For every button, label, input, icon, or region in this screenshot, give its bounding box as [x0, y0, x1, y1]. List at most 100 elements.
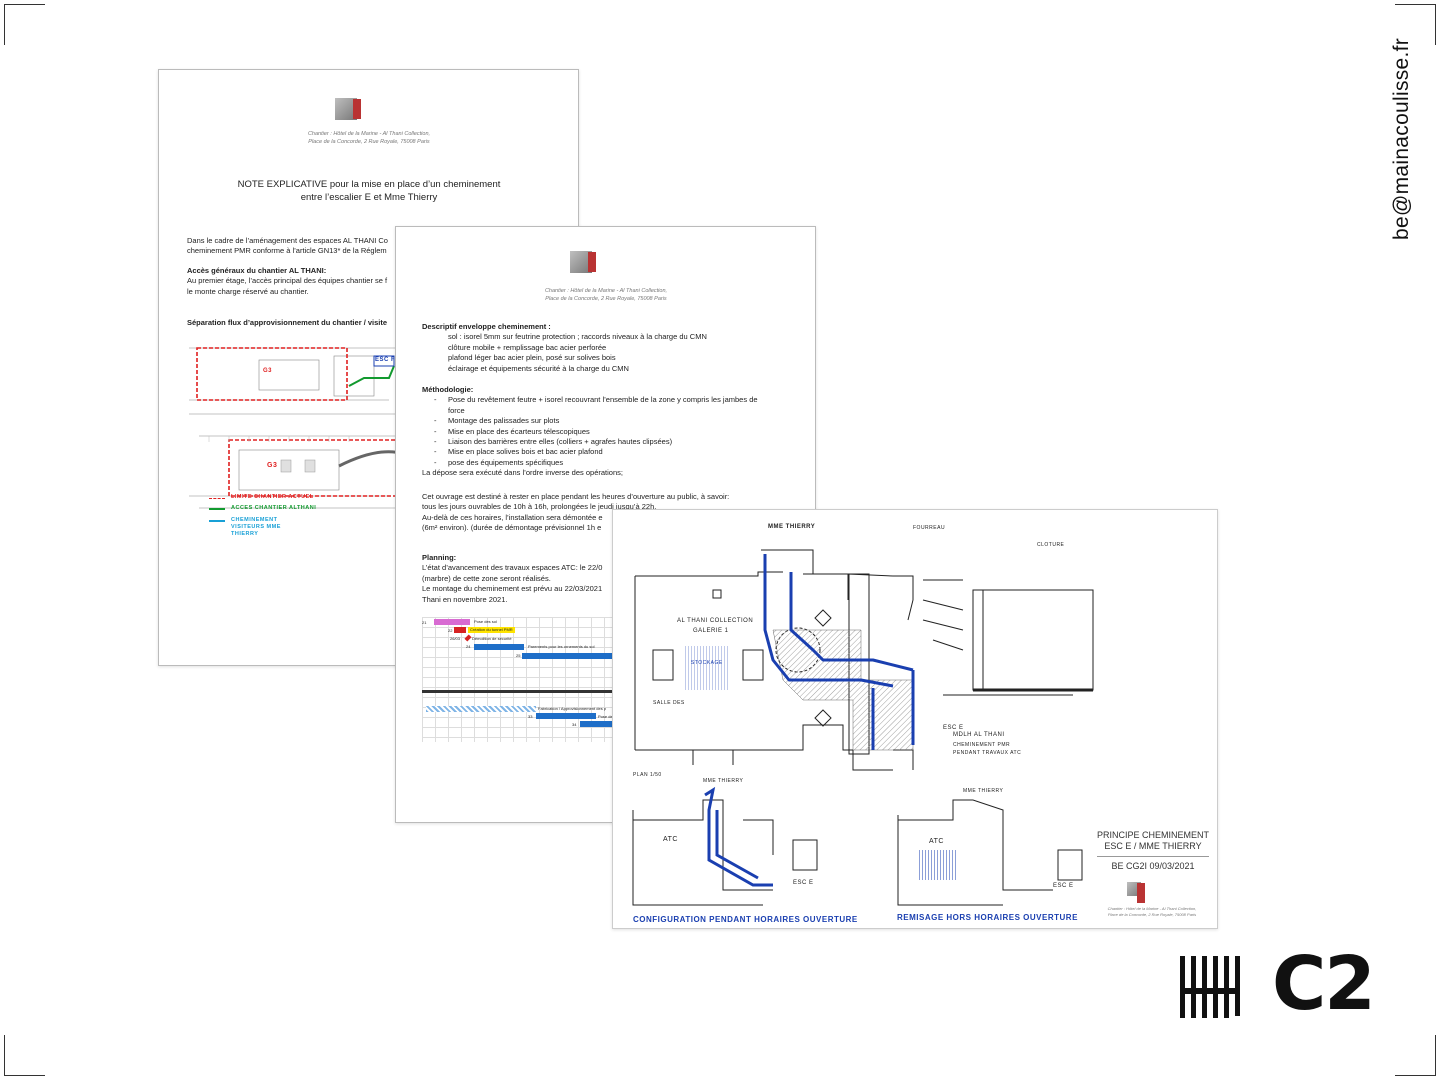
sketch-reference: BE CG2I 09/03/2021	[1111, 861, 1195, 871]
sketch-label-esc-e-2: ESC E	[793, 880, 814, 886]
legend-label-access: ACCES CHANTIER ALTHANI	[231, 505, 317, 511]
header-line-1: Chantier : Hôtel de la Marine - Al Thani…	[307, 131, 431, 137]
gantt-bar	[580, 721, 640, 727]
gantt-row-number: 25	[516, 653, 521, 658]
methodology-section: Méthodologie: Pose du revêtement feutre …	[422, 385, 758, 479]
gantt-row-number: 34	[572, 722, 577, 727]
gantt-separator	[422, 690, 642, 693]
methodology-item-continued: force	[448, 405, 465, 415]
title-line-1: NOTE EXPLICATIVE pour la mise en place d…	[237, 179, 501, 190]
header-line-2: Place de la Concorde, 2 Rue Royale, 7500…	[308, 139, 430, 145]
description-item: sol : isorel 5mm sur feutrine protection…	[448, 332, 707, 342]
hours-line: Au-delà de ces horaires, l’installation …	[422, 512, 603, 522]
access-heading: Accès généraux du chantier AL THANI:	[187, 266, 327, 275]
hours-section: Cet ouvrage est destiné à rester en plac…	[422, 492, 729, 534]
description-item: éclairage et équipements sécurité à la c…	[448, 363, 629, 373]
description-item: clôture mobile + remplissage bac acier p…	[448, 342, 607, 352]
sketch-label-mme-thierry: MME THIERRY	[768, 524, 816, 530]
caption-opening-hours: CONFIGURATION PENDANT HORAIRES OUVERTURE	[633, 915, 858, 924]
plan-label-g3-top: G3	[263, 368, 273, 374]
storage-area-remisage	[918, 850, 958, 880]
sketch-label-atc-2: ATC	[929, 838, 944, 845]
sketch-title-block: PRINCIPE CHEMINEMENT ESC E / MME THIERRY…	[1093, 830, 1213, 872]
depose-text: La dépose sera exécuté dans l’ordre inve…	[422, 468, 623, 478]
sketch-label-cheminement: CHEMINEMENT PMR	[953, 742, 1011, 748]
gantt-bar	[434, 619, 470, 625]
corner-mark-top-left	[4, 4, 45, 45]
gantt-task-label: Parements pour les ornements du sol	[528, 644, 595, 649]
sketch-label-salle: SALLE DES	[653, 700, 685, 706]
methodology-item: Liaison des barrières entre elles (colli…	[448, 437, 758, 447]
barcode-icon	[1180, 956, 1240, 1018]
brand-text: C2	[1272, 941, 1376, 1027]
description-item: plafond léger bac acier plein, posé sur …	[448, 353, 616, 363]
planning-line: (marbre) de cette zone seront réalisés.	[422, 573, 551, 583]
sketch-label-cloture: CLOTURE	[1037, 542, 1065, 548]
hours-line: Cet ouvrage est destiné à rester en plac…	[422, 492, 730, 501]
gantt-task-label: Création du tunnel PMR	[468, 627, 515, 633]
header-line-1: Chantier : Hôtel de la Marine - Al Thani…	[544, 288, 668, 294]
page-header: Chantier : Hôtel de la Marine - Al Thani…	[219, 130, 519, 146]
description-section: Descriptif enveloppe cheminement : sol :…	[422, 322, 707, 374]
corner-mark-bottom-left	[4, 1035, 45, 1076]
sketch-label-collection: AL THANI COLLECTION	[677, 618, 754, 624]
gantt-row-number: 22	[448, 628, 453, 633]
legend-swatch-green	[209, 508, 225, 510]
access-line-2: le monte charge réservé au chantier.	[187, 286, 309, 296]
sketch-label-fourreau: FOURREAU	[913, 525, 946, 531]
page-header: Chantier : Hôtel de la Marine - Al Thani…	[456, 287, 756, 303]
planning-line: Thani en novembre 2021.	[422, 594, 508, 604]
title-line-2: entre l’escalier E et Mme Thierry	[300, 192, 438, 203]
intro-line-2: cheminement PMR conforme à l’article GN1…	[187, 246, 387, 256]
document-page-3-sketch: MME THIERRY AL THANI COLLECTION GALERIE …	[612, 509, 1218, 929]
plan-label-esc-f: ESC F	[375, 357, 396, 363]
methodology-item: Montage des palissades sur plots	[448, 416, 758, 426]
methodology-item: Mise en place solives bois et bac acier …	[448, 447, 758, 457]
intro-text: Dans le cadre de l’aménagement des espac…	[187, 236, 388, 257]
sketch-title-line-1: PRINCIPE CHEMINEMENT	[1096, 830, 1209, 840]
sketch-label-mme-thierry-3: MME THIERRY	[963, 788, 1004, 794]
gantt-row-number: 33	[528, 714, 533, 719]
company-logo	[570, 251, 596, 273]
footer-line-2: Place de la Concorde, 2 Rue Royale, 7500…	[1107, 912, 1197, 917]
c2-logo: C2	[1180, 944, 1376, 1029]
gantt-chart: 21 Pose des sol 22 Création du tunnel PM…	[422, 617, 642, 742]
separation-heading: Séparation flux d’approvisionnement du c…	[187, 318, 388, 327]
planning-line: L’état d’avancement des travaux espaces …	[422, 563, 603, 573]
access-section: Accès généraux du chantier AL THANI: Au …	[187, 266, 387, 297]
corner-mark-bottom-right	[1395, 1035, 1436, 1076]
intro-line-1: Dans le cadre de l’aménagement des espac…	[187, 236, 388, 245]
page-title: NOTE EXPLICATIVE pour la mise en place d…	[189, 178, 549, 204]
sketch-label-mme-thierry-2: MME THIERRY	[703, 778, 744, 784]
gantt-task-label: Démolition de sécurité	[472, 636, 512, 641]
description-heading: Descriptif enveloppe cheminement :	[422, 322, 551, 331]
corner-mark-top-right	[1395, 4, 1436, 45]
methodology-item: pose des équipements spécifiques	[448, 458, 758, 468]
gantt-bar	[522, 653, 642, 659]
hours-line: (6m² environ). (durée de démontage prévi…	[422, 523, 602, 533]
sketch-label-esc-e-3: ESC E	[1053, 883, 1074, 889]
gantt-task-label: Pose des sol	[474, 619, 497, 624]
access-line-1: Au premier étage, l’accès principal des …	[187, 276, 388, 286]
sketch-footer-header: Chantier : Hôtel de la Marine - Al Thani…	[1089, 906, 1215, 918]
gantt-row-number: 26/03	[450, 636, 461, 641]
methodology-item: Mise en place des écarteurs télescopique…	[448, 427, 758, 437]
storage-area	[685, 646, 729, 690]
methodology-item: Pose du revêtement feutre + isorel recou…	[448, 395, 758, 405]
legend-swatch-blue	[209, 520, 225, 522]
plan-label-g3: G3	[267, 462, 278, 469]
legend-label-path: CHEMINEMENT VISITEURS MME THIERRY	[231, 517, 281, 537]
footer-line-1: Chantier : Hôtel de la Marine - Al Thani…	[1107, 906, 1197, 911]
hand-sketch-plan	[632, 549, 1094, 906]
sketch-label-mdlh: MDLH AL THANI	[953, 732, 1005, 738]
legend-label-limit: LIMITE CHANTIER ACTUEL	[231, 494, 314, 500]
planning-heading: Planning:	[422, 553, 457, 562]
gantt-milestone	[464, 634, 472, 642]
gantt-bar	[536, 713, 596, 719]
sketch-label-pendant: PENDANT TRAVAUX ATC	[953, 750, 1022, 756]
header-line-2: Place de la Concorde, 2 Rue Royale, 7500…	[545, 296, 667, 302]
gantt-bar	[474, 644, 524, 650]
sketch-label-plan: PLAN 1/50	[633, 772, 662, 778]
company-logo	[335, 98, 361, 120]
legend-swatch-red	[209, 498, 225, 499]
